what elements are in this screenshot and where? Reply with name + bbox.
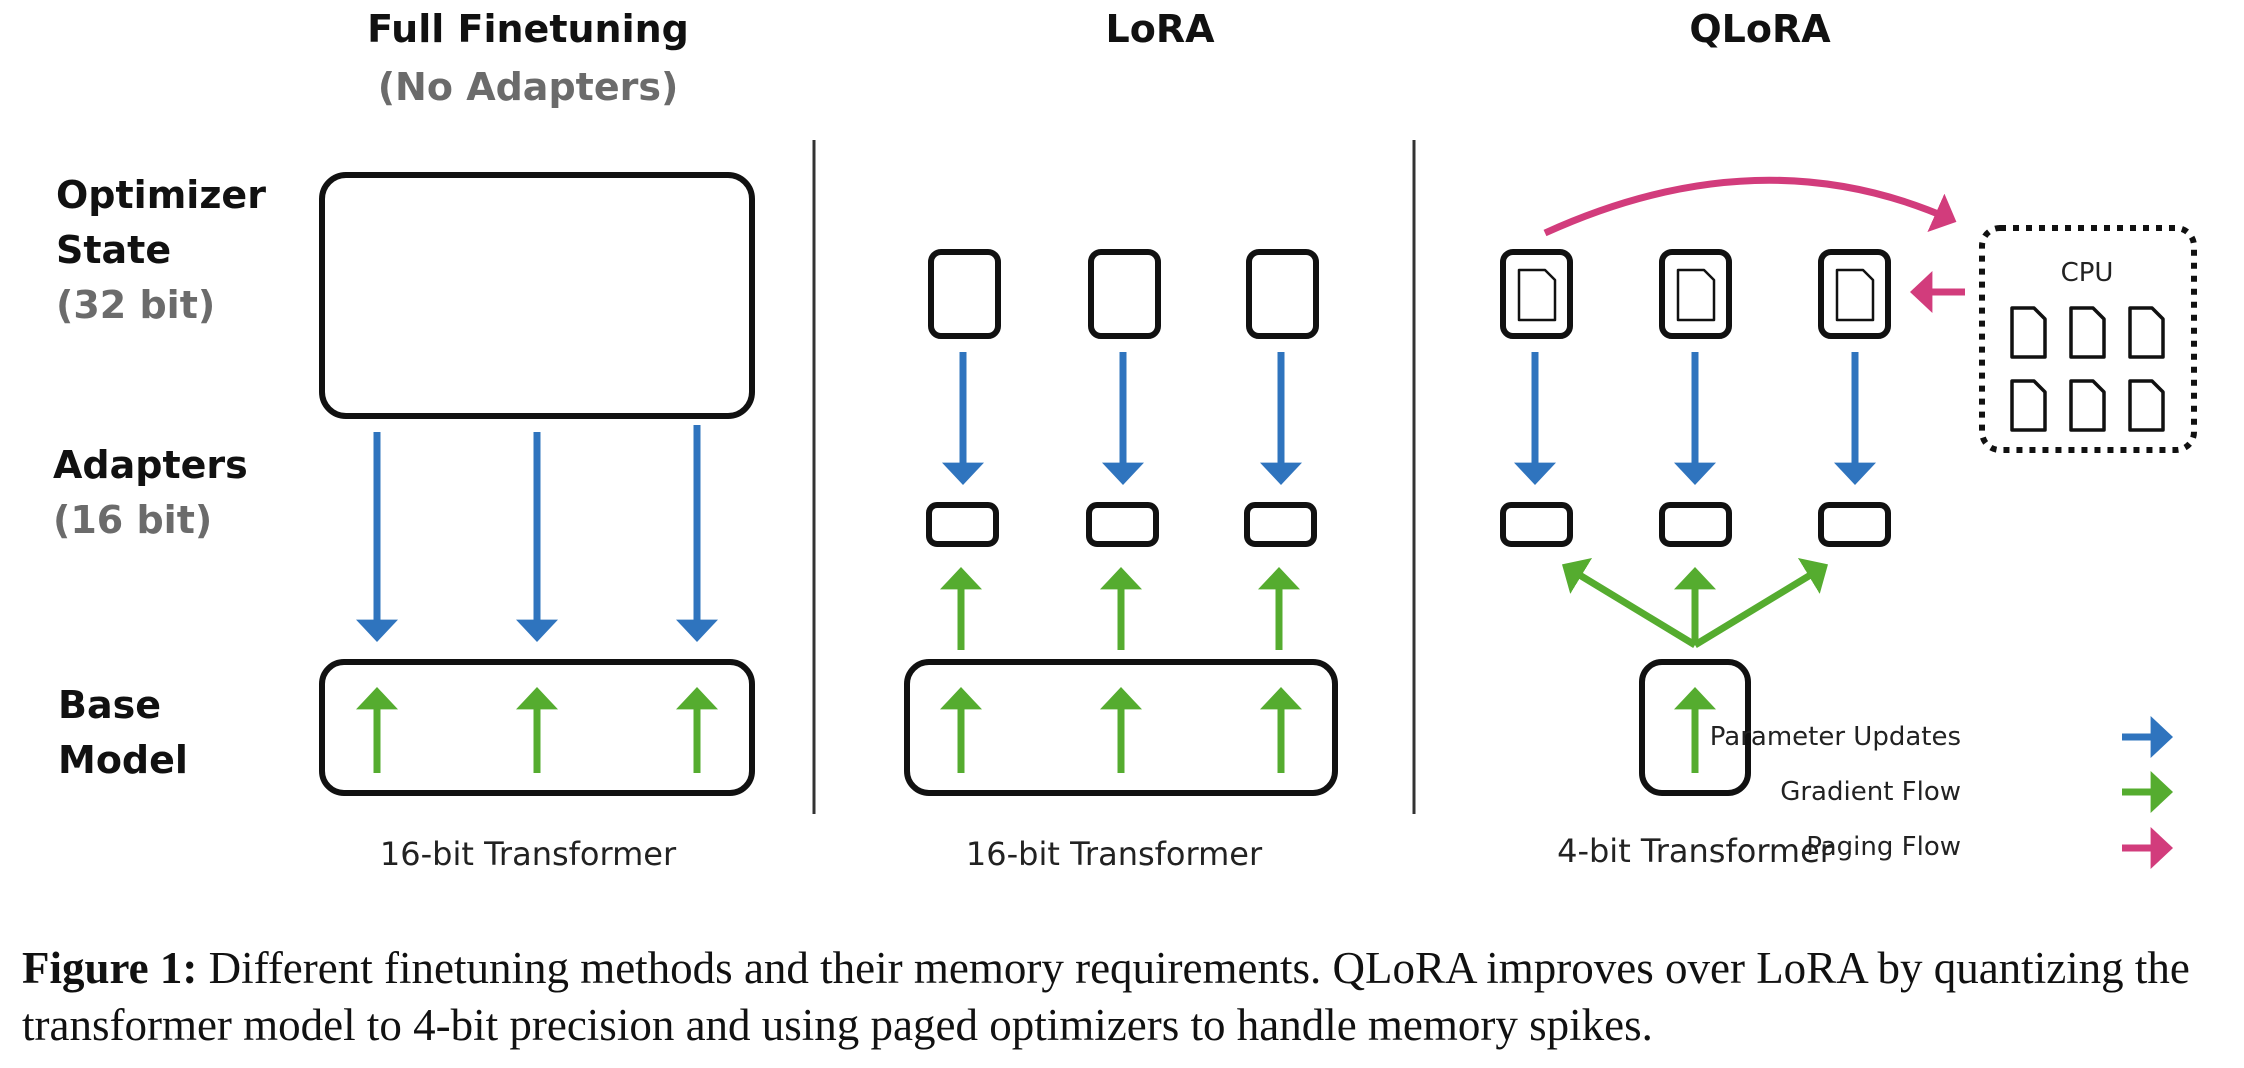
legend-label-paging-flow: Paging Flow (1806, 832, 1961, 862)
page-icon (2069, 306, 2106, 359)
caption-text: Different finetuning methods and their m… (22, 943, 2190, 1050)
qlora-base-model-box (1639, 659, 1751, 796)
paging-arrow-to-cpu (1543, 176, 1957, 237)
qlora-footer: 4-bit Transformer (1557, 832, 1834, 870)
page-icon (2010, 306, 2047, 359)
qlora-optimizer-box-2 (1659, 249, 1732, 339)
cpu-label: CPU (2061, 258, 2114, 288)
row-label-optimizer-line2: State (56, 228, 171, 272)
full-parameter-update-arrows (356, 425, 718, 642)
qlora-title: QLoRA (1689, 7, 1831, 51)
qlora-gradient-arrows (1562, 558, 1828, 773)
lora-optimizer-box-2 (1088, 249, 1161, 339)
lora-optimizer-box-3 (1246, 249, 1319, 339)
full-finetuning-subtitle: (No Adapters) (378, 65, 679, 109)
cpu-pages (2010, 306, 2165, 432)
page-icon (2128, 379, 2165, 432)
row-label-optimizer-detail: (32 bit) (56, 283, 215, 327)
lora-adapter-gradient-arrows (940, 567, 1300, 650)
qlora-optimizer-box-1 (1500, 249, 1573, 339)
qlora-optimizer-box-3 (1818, 249, 1891, 339)
full-footer: 16-bit Transformer (380, 835, 677, 873)
lora-adapter-box-2 (1086, 502, 1159, 547)
page-icon (2010, 379, 2047, 432)
lora-title: LoRA (1106, 7, 1216, 51)
cpu-memory-box: CPU (1979, 225, 2197, 453)
legend: Parameter Updates Gradient Flow Paging F… (1710, 716, 2173, 869)
lora-optimizer-boxes (928, 249, 1319, 339)
qlora-optimizer-boxes (1500, 249, 1891, 339)
legend-label-parameter-updates: Parameter Updates (1710, 722, 1961, 752)
row-label-base-line1: Base (58, 683, 161, 727)
qlora-adapter-box-1 (1500, 502, 1573, 547)
lora-base-model-box (904, 659, 1338, 796)
paging-flow-arrows (1543, 176, 1965, 313)
qlora-adapter-box-2 (1659, 502, 1732, 547)
full-gradient-arrows (356, 687, 718, 773)
page-icon (2069, 379, 2106, 432)
figure-caption: Figure 1: Different finetuning methods a… (22, 940, 2232, 1054)
lora-parameter-update-arrows (942, 352, 1302, 485)
full-base-model-box (319, 659, 755, 796)
caption-label: Figure 1: (22, 943, 198, 993)
qlora-parameter-update-arrows (1514, 352, 1876, 485)
row-label-base-line2: Model (58, 738, 188, 782)
qlora-adapter-boxes (1500, 502, 1891, 547)
full-finetuning-title: Full Finetuning (367, 7, 689, 51)
row-label-adapters-detail: (16 bit) (53, 498, 212, 542)
lora-adapter-boxes (926, 502, 1317, 547)
lora-adapter-box-3 (1244, 502, 1317, 547)
qlora-adapter-box-3 (1818, 502, 1891, 547)
legend-label-gradient-flow: Gradient Flow (1780, 777, 1961, 807)
qlora-adapter-gradient-arrow-right (1693, 558, 1828, 648)
page-icon (1835, 268, 1875, 322)
lora-optimizer-box-1 (928, 249, 1001, 339)
lora-base-gradient-arrows (940, 687, 1302, 773)
lora-footer: 16-bit Transformer (966, 835, 1263, 873)
page-icon (1676, 268, 1716, 322)
row-label-adapters: Adapters (53, 443, 248, 487)
page-icon (1517, 268, 1557, 322)
qlora-adapter-gradient-arrow-left (1562, 558, 1697, 648)
lora-adapter-box-1 (926, 502, 999, 547)
page-icon (2128, 306, 2165, 359)
row-label-optimizer-line1: Optimizer (56, 173, 266, 217)
full-optimizer-box (319, 172, 755, 419)
